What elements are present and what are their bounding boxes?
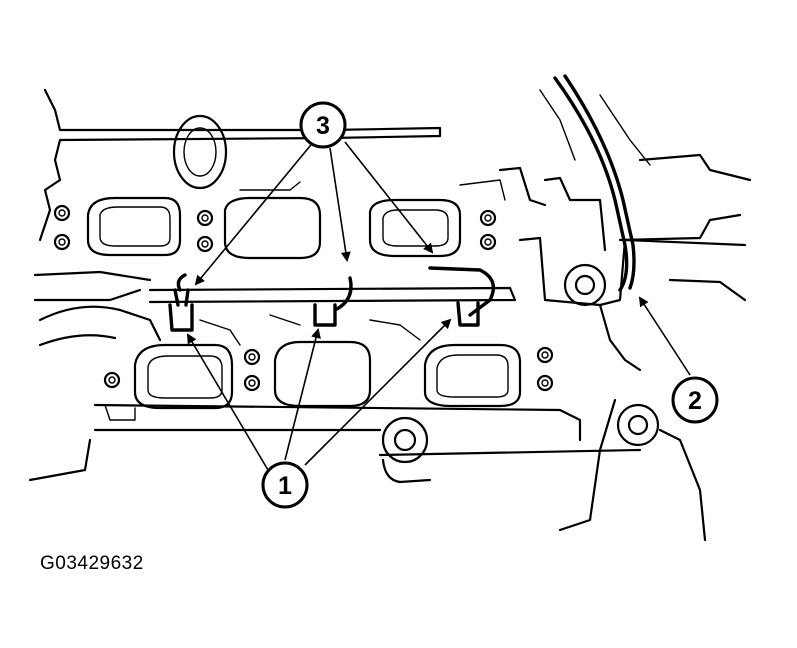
lower-port-2 — [273, 340, 372, 408]
injector-2 — [313, 303, 337, 327]
callout-2-label: 2 — [688, 387, 702, 415]
callout-3: 3 — [299, 101, 347, 149]
injector-3 — [456, 301, 480, 327]
callout-3-label: 3 — [316, 112, 330, 140]
upper-port-3 — [368, 198, 462, 258]
callout-1-leaders — [186, 318, 452, 471]
callout-1: 1 — [261, 461, 309, 509]
engine-drawing — [28, 74, 752, 542]
clip-2 — [333, 276, 353, 312]
upper-port-1 — [86, 196, 182, 257]
callout-2: 2 — [671, 376, 719, 424]
clip-1 — [176, 273, 187, 292]
oval-boss — [172, 114, 228, 190]
injector-1 — [168, 288, 194, 332]
fuel-rail — [148, 286, 517, 304]
upper-port-2 — [223, 196, 322, 260]
callout-2-leaders — [638, 296, 691, 376]
figure-id-label: G03429632 — [40, 553, 144, 574]
lower-bolt-boss — [381, 416, 429, 464]
clip-3 — [428, 266, 495, 317]
sensor-harness — [553, 76, 629, 292]
callout-1-label: 1 — [278, 472, 292, 500]
lower-port-3 — [423, 343, 522, 408]
callout-3-leaders — [194, 139, 434, 286]
sensor-boss — [563, 263, 607, 307]
